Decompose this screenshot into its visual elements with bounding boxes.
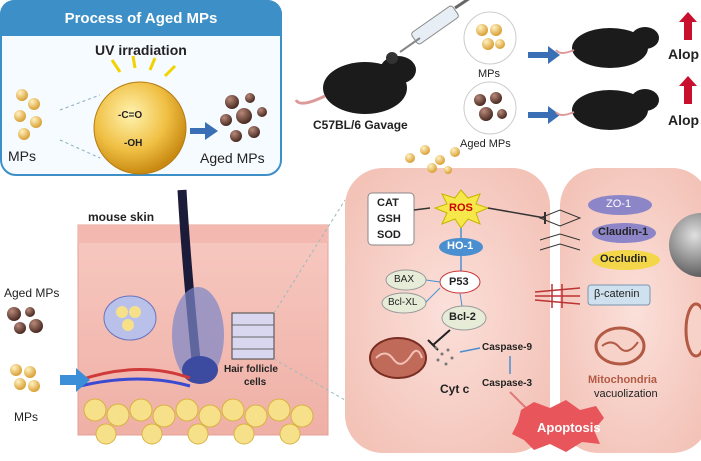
- beads-top-cell: [405, 145, 460, 174]
- ho1-label: HO-1: [447, 240, 474, 252]
- outcome-bottom-label: Alop: [668, 112, 700, 128]
- antioxidant-gsh: GSH: [377, 213, 401, 225]
- gavage-mps-label: MPs: [478, 68, 500, 80]
- syringe-icon: [399, 0, 470, 53]
- mps-beads-bottom-left: [10, 364, 40, 392]
- uv-label: UV irradiation: [95, 42, 187, 58]
- ros-label: ROS: [449, 202, 473, 214]
- p53-label: P53: [449, 276, 469, 288]
- process-panel-title: Process of Aged MPs: [0, 0, 282, 36]
- mito-label-1: Mitochondria: [588, 374, 658, 386]
- occludin-label: Occludin: [600, 253, 648, 265]
- gavage-label: C57BL/6 Gavage: [313, 118, 408, 132]
- mouse-result-bottom: [555, 89, 659, 130]
- mps-beads-left: [14, 89, 42, 140]
- hair-bulb: [182, 356, 218, 384]
- bclxl-label: Bcl-XL: [388, 297, 418, 308]
- aged-beads-left: [7, 307, 43, 334]
- cytc-label: Cyt c: [440, 382, 470, 396]
- mouse-icon: [294, 52, 416, 114]
- vacuolized-mito: [594, 326, 646, 366]
- uv-rays: [110, 55, 177, 78]
- group-co-label: -C=O: [118, 110, 143, 121]
- bax-label: BAX: [394, 274, 415, 285]
- mps-bubble: [463, 11, 517, 65]
- apoptosis-burst: [512, 400, 604, 452]
- zo1-label: ZO-1: [606, 198, 632, 210]
- follicle-label-1: Hair follicle: [224, 364, 278, 375]
- cell-right: [560, 168, 701, 453]
- nucleus: [669, 213, 701, 277]
- mouse-result-top: [555, 27, 659, 68]
- mitochondrion: [369, 337, 427, 379]
- skin-aged-label: Aged MPs: [4, 286, 60, 300]
- adherens-junction: [534, 284, 581, 308]
- bcl2-label: Bcl-2: [449, 311, 476, 323]
- antioxidant-cat: CAT: [377, 197, 399, 209]
- aged-bubble: [463, 81, 517, 135]
- caspase9-label: Caspase-9: [482, 342, 533, 353]
- aged-beads-top: [220, 93, 267, 142]
- arrow-into-skin: [60, 368, 90, 392]
- antioxidant-sod: SOD: [377, 229, 401, 241]
- follicle-label-2: cells: [244, 377, 267, 388]
- aged-label-panel: Aged MPs: [200, 150, 265, 166]
- skin-mps-label: MPs: [14, 410, 38, 424]
- group-oh-label: -OH: [124, 138, 143, 149]
- tight-junction-marks: [538, 209, 582, 251]
- arrow-to-aged: [190, 122, 218, 140]
- mito-label-2: vacuolization: [594, 388, 658, 400]
- mps-label-panel: MPs: [8, 148, 36, 164]
- catenin-label: β-catenin: [594, 288, 640, 300]
- mp-sphere: [93, 81, 187, 175]
- fat-cells: [83, 398, 314, 445]
- claudin-label: Claudin-1: [598, 226, 649, 238]
- outcome-top-label: Alop: [668, 46, 700, 62]
- gavage-aged-label: Aged MPs: [460, 138, 511, 150]
- skin-title: mouse skin: [88, 210, 155, 224]
- follicle-zoom-box: [231, 312, 275, 360]
- apoptosis-label: Apoptosis: [537, 420, 601, 435]
- caspase3-label: Caspase-3: [482, 378, 533, 389]
